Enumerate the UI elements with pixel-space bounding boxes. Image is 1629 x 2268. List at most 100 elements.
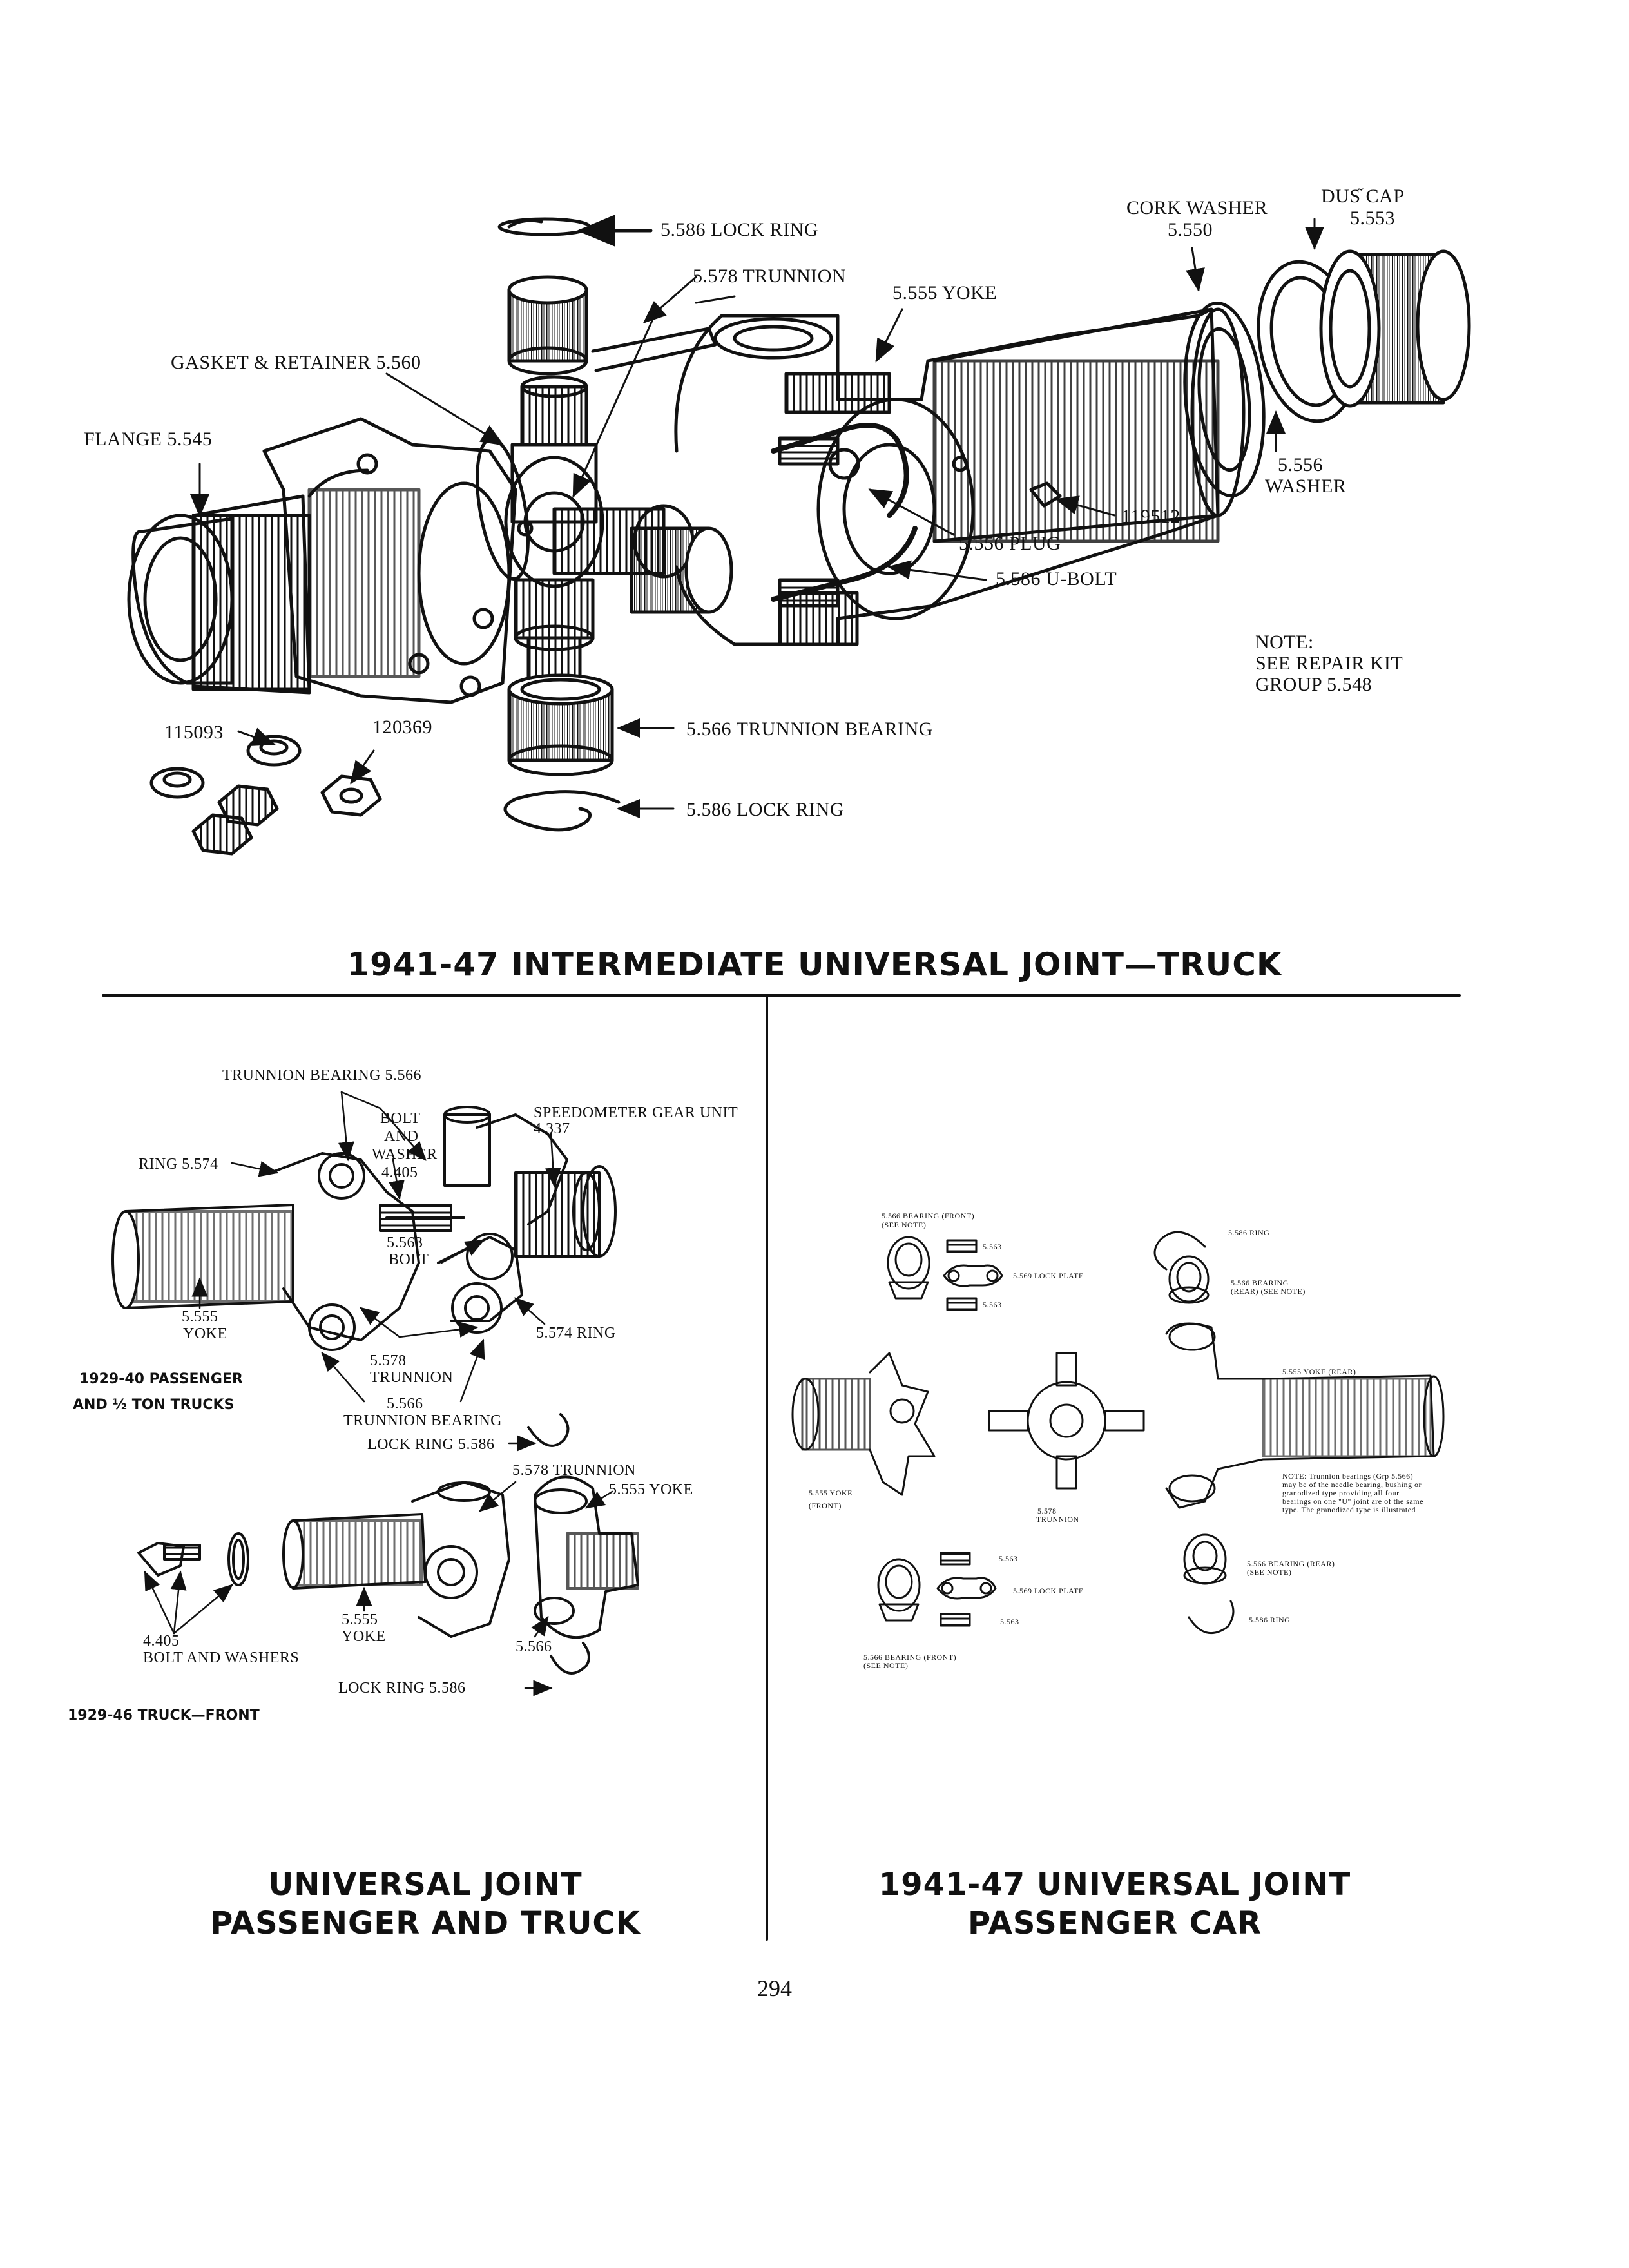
lock-ring-5586-label-1: LOCK RING 5.586 — [367, 1436, 495, 1453]
dust-cap-label-1: DUS᷉ CAP — [1321, 186, 1405, 207]
lock-ring-5586-label-2: LOCK RING 5.586 — [338, 1680, 466, 1696]
right-front-bearing-bottom — [877, 1552, 997, 1627]
bearing-front-bottom-label-2: (SEE NOTE) — [863, 1661, 909, 1670]
trunnion-5578-lower-label: 5.578 TRUNNION — [512, 1462, 636, 1479]
part-120369-label: 120369 — [372, 716, 432, 738]
right-rear-bearing-bottom — [1183, 1533, 1227, 1585]
trunnion-bearing-side — [630, 526, 733, 614]
bearing-5566-label-2: TRUNNION BEARING — [343, 1412, 502, 1429]
cork-washer — [1183, 301, 1266, 498]
trunnion-578-right-label-1: 5.578 — [1037, 1506, 1057, 1515]
right-figure-title-line1: 1941-47 UNIVERSAL JOINT — [878, 1867, 1351, 1903]
bearing-front-bottom-label-1: 5.566 BEARING (FRONT) — [863, 1653, 957, 1662]
bearing-rear-top-label-2: (REAR) (SEE NOTE) — [1231, 1287, 1306, 1296]
u-bolt-label: 5.586 U-BOLT — [996, 568, 1117, 590]
yoke-label: 5.555 YOKE — [892, 282, 998, 303]
bolt-4405-label-2: BOLT AND WASHERS — [143, 1649, 300, 1666]
trunnion-5578-label-1: 5.578 — [370, 1352, 407, 1369]
bearing-5566-lower-label: 5.566 — [516, 1639, 552, 1655]
left-figure-title-line2: PASSENGER AND TRUCK — [210, 1905, 641, 1941]
trunnion-bearing-note: NOTE: Trunnion bearings (Grp 5.566) may … — [1282, 1472, 1423, 1514]
right-ring-bottom — [1188, 1600, 1235, 1634]
u-bolt — [771, 423, 918, 608]
part-119512-label: 119512 — [1121, 506, 1181, 527]
dust-cap-label-2: 5.553 — [1350, 207, 1395, 229]
left-lockring-2 — [550, 1642, 590, 1675]
speedometer-label-1: SPEEDOMETER GEAR UNIT — [534, 1104, 738, 1121]
ring-5574-left-label: RING 5.574 — [139, 1156, 218, 1173]
yoke-main — [674, 307, 1246, 646]
yoke-5555-lower2-label-1: 5.555 — [342, 1611, 378, 1628]
hex-nuts — [149, 735, 382, 856]
yoke-front-label-2: (FRONT) — [809, 1501, 842, 1510]
right-ring-top — [1153, 1231, 1206, 1271]
bolt-washer-label-1: BOLT — [380, 1110, 421, 1127]
note-label-1: NOTE: — [1255, 631, 1314, 653]
cork-washer-label-2: 5.550 — [1168, 219, 1213, 240]
right-rear-yoke — [1165, 1322, 1445, 1509]
bearing-rear-bottom-label-1: 5.566 BEARING (REAR) — [1247, 1559, 1335, 1568]
washer-label-1: 5.556 — [1278, 454, 1323, 476]
ring-586-top-label: 5.586 RING — [1228, 1228, 1270, 1237]
top-lock-ring — [497, 217, 592, 236]
right-rear-bearing-top — [1168, 1255, 1210, 1304]
note-label-3: GROUP 5.548 — [1255, 674, 1373, 695]
caption-1929-40-line1: 1929-40 PASSENGER — [79, 1371, 243, 1387]
lock-ring-bottom-label: 5.586 LOCK RING — [686, 799, 844, 820]
bottom-lock-ring — [503, 790, 621, 832]
bolt-5563-label-2: BOLT — [389, 1251, 429, 1268]
bearing-5566-label-1: 5.566 — [387, 1396, 423, 1412]
bearing-rear-bottom-label-2: (SEE NOTE) — [1247, 1568, 1292, 1577]
speedometer-label-2: 4.337 — [534, 1120, 570, 1137]
part-5563-b-label: 5.563 — [983, 1300, 1002, 1309]
yoke-5555-lower-label: 5.555 YOKE — [609, 1481, 693, 1498]
cork-washer-label-1: CORK WASHER — [1126, 197, 1268, 218]
part-115093-label: 115093 — [164, 722, 224, 743]
plug-label: 5.556 PLUG — [959, 533, 1061, 554]
trunnion-bearing-label: 5.566 TRUNNION BEARING — [686, 718, 933, 740]
flange-label: FLANGE 5.545 — [84, 428, 213, 450]
lock-ring-top-label: 5.586 LOCK RING — [660, 219, 818, 240]
ring-586-bottom-label: 5.586 RING — [1249, 1615, 1291, 1624]
bearing-front-top-label-1: 5.566 BEARING (FRONT) — [882, 1211, 975, 1220]
upper-left-joint — [111, 1106, 617, 1351]
lower-left-joint — [282, 1475, 639, 1639]
gasket-retainer-label: GASKET & RETAINER 5.560 — [171, 352, 421, 373]
left-lockring-1 — [527, 1413, 570, 1447]
trunnion-bearing-bottom — [507, 673, 614, 776]
trunnion-label: 5.578 TRUNNION — [693, 265, 847, 287]
bolt-washer-label-4: 4.405 — [381, 1164, 418, 1181]
lock-plate-b-label: 5.569 LOCK PLATE — [1013, 1586, 1084, 1595]
right-front-bearing-top — [887, 1236, 1003, 1311]
lock-plate-a-label: 5.569 LOCK PLATE — [1013, 1271, 1084, 1280]
right-figure-title-line2: PASSENGER CAR — [967, 1905, 1262, 1941]
caption-1929-46-truck: 1929-46 TRUCK—FRONT — [68, 1707, 260, 1724]
right-front-yoke — [791, 1352, 936, 1496]
trunnion-5578-label-2: TRUNNION — [370, 1369, 454, 1386]
top-figure-title: 1941-47 INTERMEDIATE UNIVERSAL JOINT—TRU… — [347, 946, 1282, 983]
yoke-5555-label-1: 5.555 — [182, 1309, 218, 1325]
flange-assembly — [127, 417, 517, 704]
note-label-2: SEE REPAIR KIT — [1255, 653, 1403, 674]
bolt-washer-label-2: AND — [384, 1128, 419, 1145]
trunnion-bearing-5566-label: TRUNNION BEARING 5.566 — [222, 1067, 421, 1084]
right-trunnion — [988, 1352, 1145, 1490]
yoke-5555-lower2-label-2: YOKE — [342, 1628, 386, 1645]
part-5563-a-label: 5.563 — [983, 1242, 1002, 1251]
trunnion-bearing-top — [507, 275, 717, 376]
yoke-5555-label-2: YOKE — [183, 1325, 227, 1342]
bolt-washer-label-3: WASHER — [372, 1146, 438, 1163]
yoke-rear-label: 5.555 YOKE (REAR) — [1282, 1367, 1356, 1376]
yoke-front-label-1: 5.555 YOKE — [809, 1488, 853, 1497]
washer-label-2: WASHER — [1265, 476, 1347, 497]
bolt-4405-label-1: 4.405 — [143, 1633, 180, 1649]
bearing-rear-top-label-1: 5.566 BEARING — [1231, 1278, 1289, 1287]
left-figure-title-line1: UNIVERSAL JOINT — [268, 1867, 583, 1903]
ring-5574-right-label: 5.574 RING — [536, 1325, 616, 1341]
trunnion-578-right-label-2: TRUNNION — [1036, 1515, 1079, 1524]
dust-cap — [1319, 249, 1471, 408]
part-5563-c-label: 5.563 — [999, 1554, 1018, 1563]
bearing-front-top-label-2: (SEE NOTE) — [882, 1220, 927, 1229]
caption-1929-40-line2: AND ½ TON TRUCKS — [73, 1397, 235, 1413]
